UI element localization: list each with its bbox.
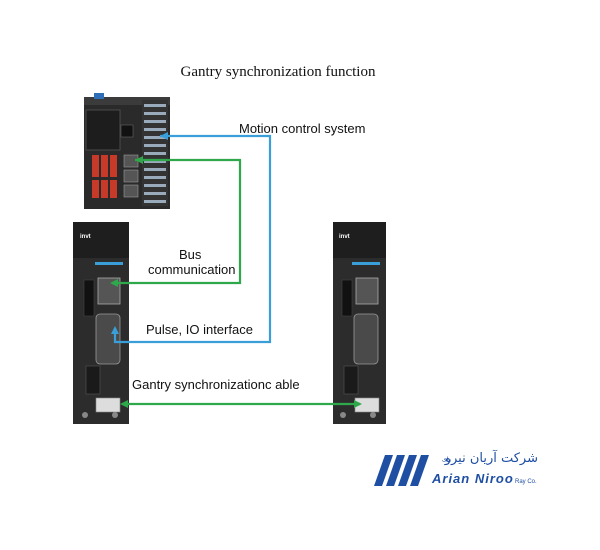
gantry-cable-label: Gantry synchronizationc able (132, 377, 300, 392)
pulse-io-label: Pulse, IO interface (146, 322, 253, 337)
logo-english-small: Ray Co. (515, 479, 537, 485)
servo-drive-right: invt (333, 222, 386, 424)
bus-arrow-bottom (110, 279, 118, 287)
bus-label-line1: Bus (179, 247, 202, 262)
logo-mark-icon (374, 455, 429, 486)
bus-arrow-top (135, 156, 143, 164)
motion-control-label: Motion control system (239, 121, 365, 136)
drive-left-encoder-port (95, 397, 121, 413)
drive-right-rj45 (355, 277, 379, 305)
motion-controller (84, 93, 170, 209)
drive-left-db-connector (95, 313, 121, 365)
pulse-io-arrow-bottom (111, 326, 119, 334)
servo-drive-left: invt (73, 222, 129, 424)
drive-left-brand: invt (80, 234, 91, 240)
gantry-arrow-right (354, 400, 362, 408)
logo-persian-small: رای (442, 456, 451, 463)
logo-english-text: Arian Niroo (431, 471, 514, 486)
bus-label-line2: communication (148, 262, 235, 277)
arian-niroo-logo: شرکت آریان نیرو رای Arian Niroo Ray Co. (374, 449, 538, 486)
gantry-arrow-left (120, 400, 128, 408)
diagram-title: Gantry synchronization function (181, 64, 376, 80)
controller-clip (94, 93, 104, 99)
drive-right-brand: invt (339, 234, 350, 240)
pulse-io-cable (113, 134, 272, 344)
bus-cable (112, 158, 242, 285)
logo-persian-text: شرکت آریان نیرو (444, 449, 538, 466)
drive-right-db-connector (353, 313, 379, 365)
pulse-io-arrow-top (160, 132, 168, 140)
